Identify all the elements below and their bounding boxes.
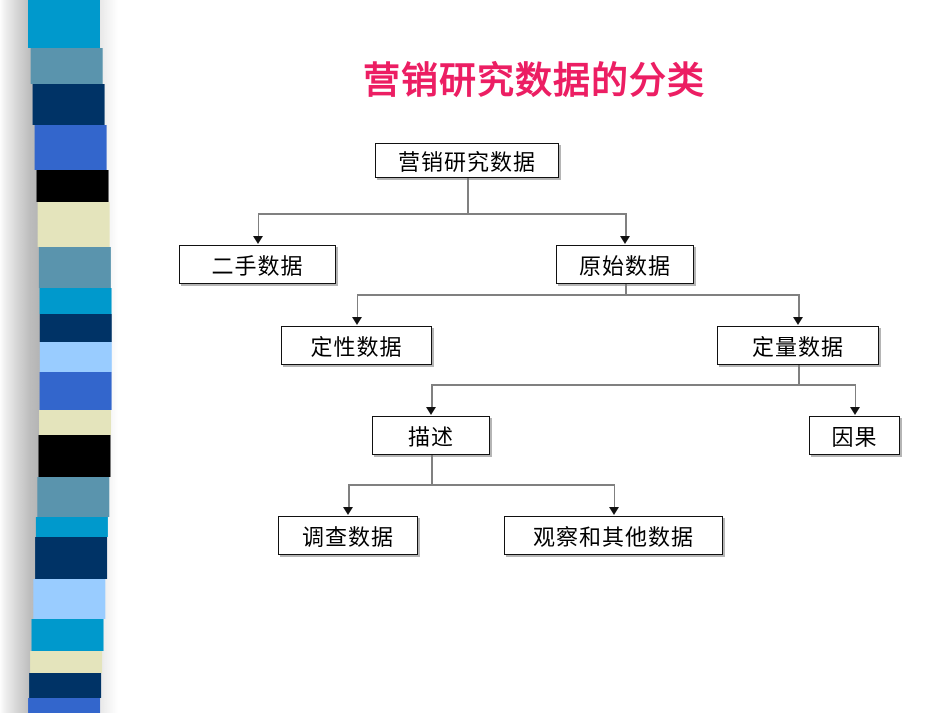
- connector-stem-n3: [625, 284, 627, 294]
- connector-arrowhead-n8: [343, 507, 353, 515]
- connector-drop-n7: [854, 384, 857, 408]
- flowchart-node-label: 营销研究数据: [397, 150, 536, 176]
- flowchart-node-n6[interactable]: 描述: [372, 416, 490, 455]
- connector-bus-n3: [356, 294, 798, 296]
- connector-drop-n3: [625, 213, 627, 237]
- sidebar-block-cyan-4: [31, 619, 104, 651]
- connector-arrowhead-n4: [351, 317, 362, 325]
- sidebar-block-navy-3: [35, 537, 108, 579]
- sidebar-block-black-1: [36, 170, 109, 202]
- sidebar-block-steel-3: [37, 477, 110, 517]
- connector-arrowhead-n5: [793, 317, 803, 325]
- flowchart-node-label: 定性数据: [310, 335, 403, 361]
- sidebar-block-navy-4: [29, 673, 102, 698]
- connector-bus-n1: [257, 213, 625, 215]
- slide-title: 营销研究数据的分类: [363, 58, 705, 102]
- connector-arrowhead-n9: [608, 507, 619, 515]
- connector-arrowhead-n6: [426, 407, 436, 415]
- flowchart-node-label: 原始数据: [578, 254, 671, 280]
- sidebar-block-cream-2: [39, 410, 112, 435]
- connector-bus-n6: [348, 484, 614, 486]
- connector-drop-n4: [356, 294, 359, 318]
- flowchart-node-n8[interactable]: 调查数据: [278, 516, 418, 555]
- sidebar-block-royal-2: [39, 372, 112, 410]
- connector-drop-n6: [431, 384, 433, 408]
- sidebar-block-navy-2: [39, 314, 112, 342]
- connector-arrowhead-n2: [252, 236, 263, 244]
- connector-drop-n2: [257, 213, 260, 237]
- sidebar-block-skyblue-1: [39, 342, 112, 372]
- flowchart-node-label: 观察和其他数据: [532, 525, 694, 551]
- sidebar-block-black-2: [38, 435, 111, 477]
- flowchart-node-label: 描述: [407, 425, 454, 451]
- flowchart-node-n7[interactable]: 因果: [809, 416, 900, 455]
- flowchart-node-n3[interactable]: 原始数据: [556, 245, 694, 284]
- flowchart-node-n1[interactable]: 营销研究数据: [375, 143, 559, 178]
- sidebar-block-cyan-2: [39, 288, 112, 314]
- flowchart-node-label: 二手数据: [211, 254, 304, 280]
- flowchart-node-n4[interactable]: 定性数据: [281, 326, 432, 365]
- sidebar-block-steel-2: [38, 247, 111, 288]
- connector-stem-n1: [467, 178, 469, 213]
- sidebar-block-navy-1: [32, 84, 105, 125]
- flowchart-node-label: 因果: [831, 425, 878, 451]
- flowchart-node-label: 定量数据: [751, 335, 844, 361]
- connector-drop-n9: [613, 484, 616, 508]
- connector-arrowhead-n7: [849, 407, 860, 415]
- sidebar-block-cyan-3: [35, 517, 108, 537]
- sidebar-block-steel-1: [30, 48, 103, 84]
- sidebar-color-strip-clip: [0, 0, 118, 713]
- connector-bus-n5: [431, 384, 855, 386]
- connector-arrowhead-n3: [620, 236, 630, 244]
- sidebar-block-cream-3: [30, 651, 103, 673]
- sidebar-color-strip: [28, 0, 112, 713]
- connector-drop-n8: [348, 484, 350, 508]
- sidebar-block-skyblue-2: [33, 579, 106, 619]
- sidebar-block-royal-3: [28, 698, 101, 713]
- decorative-sidebar-band: [0, 0, 118, 713]
- sidebar-block-royal-1: [34, 125, 107, 170]
- connector-stem-n6: [431, 455, 433, 484]
- connector-drop-n5: [798, 294, 800, 318]
- connector-stem-n5: [798, 365, 800, 384]
- sidebar-block-cyan-1: [28, 0, 100, 48]
- flowchart-node-n5[interactable]: 定量数据: [717, 326, 879, 365]
- sidebar-block-cream-1: [37, 202, 110, 247]
- flowchart-node-n2[interactable]: 二手数据: [179, 245, 336, 284]
- flowchart-node-n9[interactable]: 观察和其他数据: [504, 516, 723, 555]
- flowchart-node-label: 调查数据: [301, 525, 394, 551]
